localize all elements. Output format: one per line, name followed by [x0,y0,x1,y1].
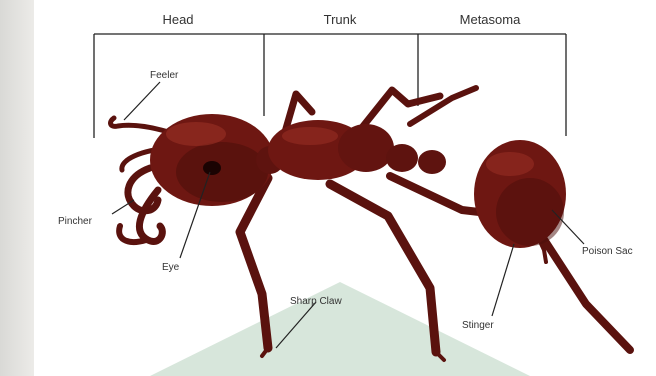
ant-body [150,114,566,248]
ant-petiole-2 [418,150,446,174]
label-head: Head [162,12,193,27]
ant-thorax-highlight [282,127,338,145]
ant-thorax-rear [338,124,394,172]
callout-stinger [492,244,514,316]
label-pincher: Pincher [58,216,93,227]
label-stinger: Stinger [462,320,494,331]
ant-eye [203,161,221,175]
ant-head-highlight [166,122,226,146]
callout-feeler [124,82,160,120]
label-metasoma: Metasoma [460,12,521,27]
label-eye: Eye [162,262,180,273]
leg-front [240,178,268,348]
label-poison-sac: Poison Sac [582,246,633,257]
label-feeler: Feeler [150,70,179,81]
ant-gaster-highlight [486,152,534,176]
label-sharp-claw: Sharp Claw [290,296,342,307]
leg-upper-3 [410,88,476,124]
ant-head-shade [176,142,268,202]
ant-petiole-1 [386,144,418,172]
label-trunk: Trunk [324,12,357,27]
